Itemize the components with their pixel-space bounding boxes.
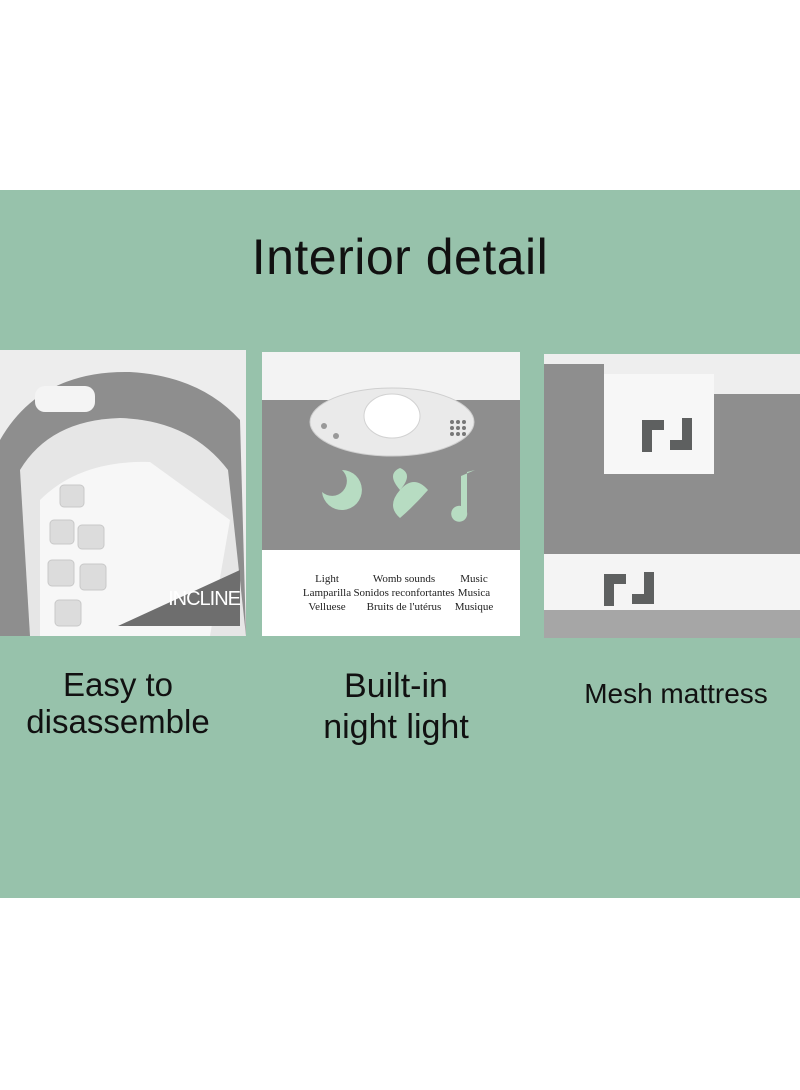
caption-night-light: Built-in night light — [323, 667, 469, 746]
panel-incline-image — [0, 350, 246, 636]
incline-label: INCLINE — [168, 588, 241, 610]
night-light-speaker-image — [262, 352, 520, 636]
feature-womb-sounds: Womb sounds Sonidos reconfortantes Bruit… — [353, 573, 455, 613]
feature-light: Light Lamparilla Velluese — [302, 573, 352, 613]
feature-music: Music Musica Musique — [454, 573, 494, 613]
caption-easy-disassemble: Easy to disassemble — [26, 666, 210, 740]
page-title: Interior detail — [251, 229, 549, 285]
panel-mesh-mattress-image — [544, 354, 800, 638]
bassinet-incline-image — [0, 350, 246, 636]
mesh-mattress-arrows-image — [544, 354, 800, 638]
caption-mesh-mattress: Mesh mattress — [584, 678, 768, 709]
panel-night-light-image — [262, 352, 520, 636]
